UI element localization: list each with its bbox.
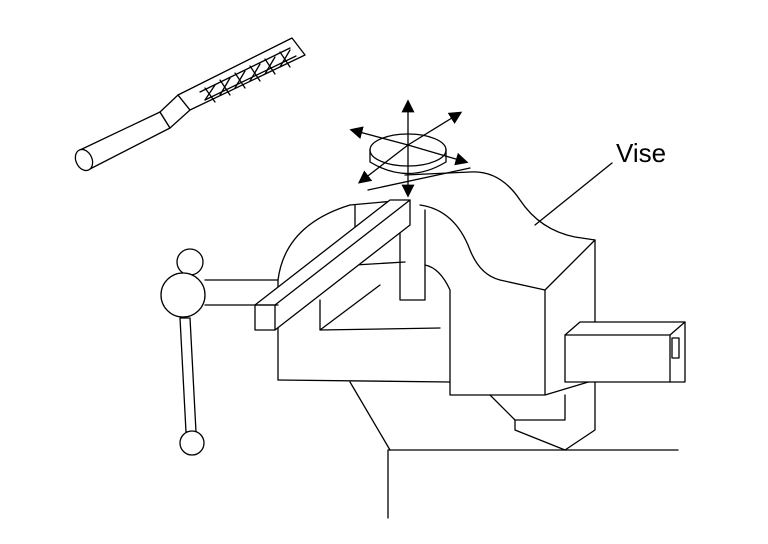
file-tool <box>74 37 306 172</box>
vise-body <box>254 167 686 519</box>
movement-arrows <box>349 99 469 198</box>
vise-label: Vise <box>616 138 667 168</box>
vise-leader-line <box>534 162 613 226</box>
vise-handle <box>160 248 279 456</box>
